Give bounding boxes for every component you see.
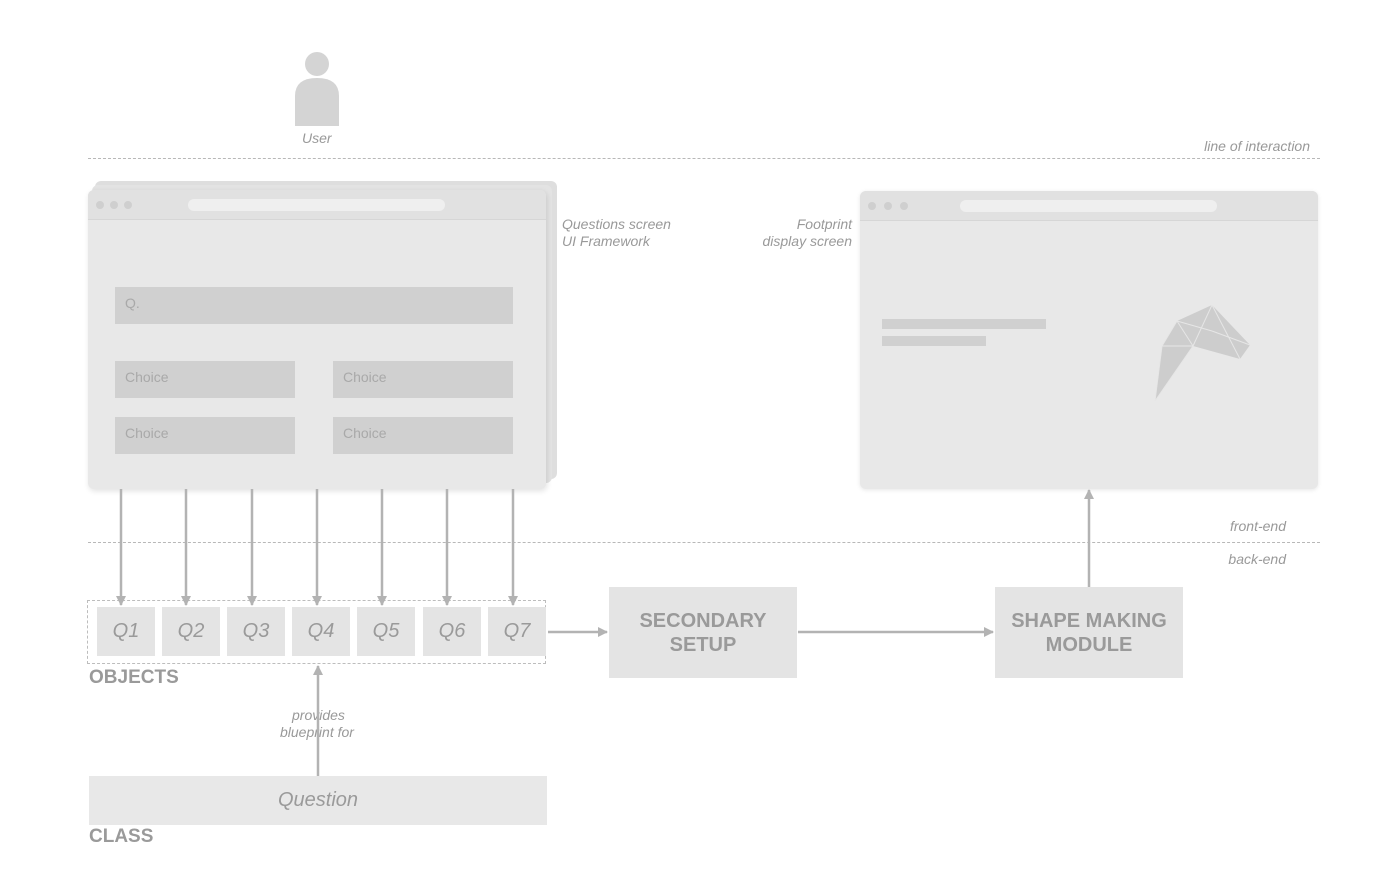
questions-screen-caption-1: Questions screen bbox=[562, 216, 671, 232]
object-q7: Q7 bbox=[488, 607, 546, 656]
window-dot-icon bbox=[884, 202, 892, 210]
shape-making-line1: SHAPE MAKING bbox=[1011, 609, 1167, 632]
user-icon bbox=[294, 52, 340, 128]
object-q4: Q4 bbox=[292, 607, 350, 656]
question-field: Q. bbox=[115, 287, 513, 324]
line-of-interaction-label: line of interaction bbox=[1204, 138, 1310, 154]
footprint-screen-caption-1: Footprint bbox=[796, 216, 852, 232]
front-back-divider bbox=[88, 542, 1320, 543]
object-q6: Q6 bbox=[423, 607, 481, 656]
window-dot-icon bbox=[124, 201, 132, 209]
secondary-setup-module: SECONDARY SETUP bbox=[609, 587, 797, 678]
window-titlebar bbox=[88, 190, 546, 220]
front-end-label: front-end bbox=[1229, 518, 1286, 534]
address-bar bbox=[960, 200, 1217, 212]
footprint-shape-icon bbox=[1150, 301, 1260, 411]
window-dot-icon bbox=[868, 202, 876, 210]
window-titlebar bbox=[860, 191, 1318, 221]
window-dot-icon bbox=[110, 201, 118, 209]
question-placeholder: Q. bbox=[125, 295, 140, 311]
choice-label: Choice bbox=[343, 425, 387, 441]
secondary-setup-line1: SECONDARY bbox=[639, 609, 767, 632]
choice-button: Choice bbox=[333, 361, 513, 398]
shape-making-module: SHAPE MAKING MODULE bbox=[995, 587, 1183, 678]
line-of-interaction bbox=[88, 158, 1320, 159]
object-q5: Q5 bbox=[357, 607, 415, 656]
secondary-setup-line2: SETUP bbox=[669, 633, 737, 656]
choice-label: Choice bbox=[125, 369, 169, 385]
footprint-screen bbox=[860, 191, 1318, 489]
choice-label: Choice bbox=[125, 425, 169, 441]
choice-button: Choice bbox=[115, 361, 295, 398]
text-placeholder-line bbox=[882, 336, 986, 346]
object-q3: Q3 bbox=[227, 607, 285, 656]
question-class: Question bbox=[89, 776, 547, 825]
window-dot-icon bbox=[900, 202, 908, 210]
choice-label: Choice bbox=[343, 369, 387, 385]
window-dot-icon bbox=[96, 201, 104, 209]
choice-button: Choice bbox=[333, 417, 513, 454]
address-bar bbox=[188, 199, 445, 211]
choice-button: Choice bbox=[115, 417, 295, 454]
questions-screen: Q. Choice Choice Choice Choice bbox=[88, 190, 546, 489]
object-q1: Q1 bbox=[97, 607, 155, 656]
objects-heading: OBJECTS bbox=[89, 667, 179, 688]
text-placeholder-line bbox=[882, 319, 1046, 329]
questions-screen-caption-2: UI Framework bbox=[562, 233, 650, 249]
object-q2: Q2 bbox=[162, 607, 220, 656]
user-label: User bbox=[302, 130, 332, 146]
footprint-screen-caption-2: display screen bbox=[762, 233, 853, 249]
back-end-label: back-end bbox=[1228, 551, 1286, 567]
class-heading: CLASS bbox=[89, 826, 154, 847]
shape-making-line2: MODULE bbox=[1045, 633, 1133, 656]
